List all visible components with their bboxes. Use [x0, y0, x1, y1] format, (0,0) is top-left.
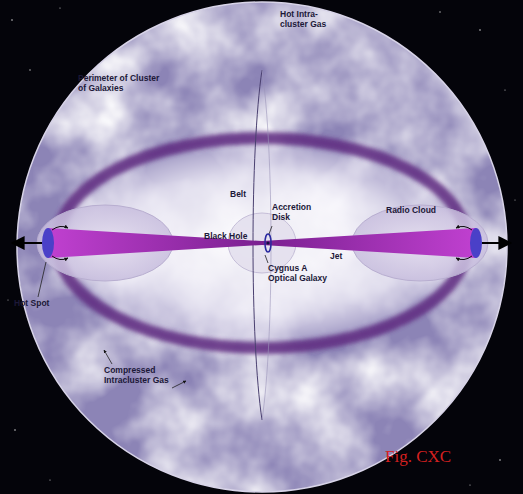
- part-label: Jet: [330, 252, 354, 262]
- region-label: Perimeter of Cluster of Galaxies: [78, 74, 160, 94]
- part-label: Hot Spot: [14, 299, 64, 309]
- region-label: Hot Intra-cluster Gas: [280, 10, 340, 30]
- part-label: Belt: [230, 190, 260, 200]
- part-label: Accretion Disk: [272, 203, 322, 223]
- part-label: Black Hole: [204, 232, 256, 242]
- part-label: Radio Cloud: [386, 206, 456, 216]
- figure-credit: Fig. CXC: [385, 447, 451, 467]
- region-label: Compressed Intracluster Gas: [104, 366, 192, 386]
- part-label: Cygnus A Optical Galaxy: [268, 264, 338, 284]
